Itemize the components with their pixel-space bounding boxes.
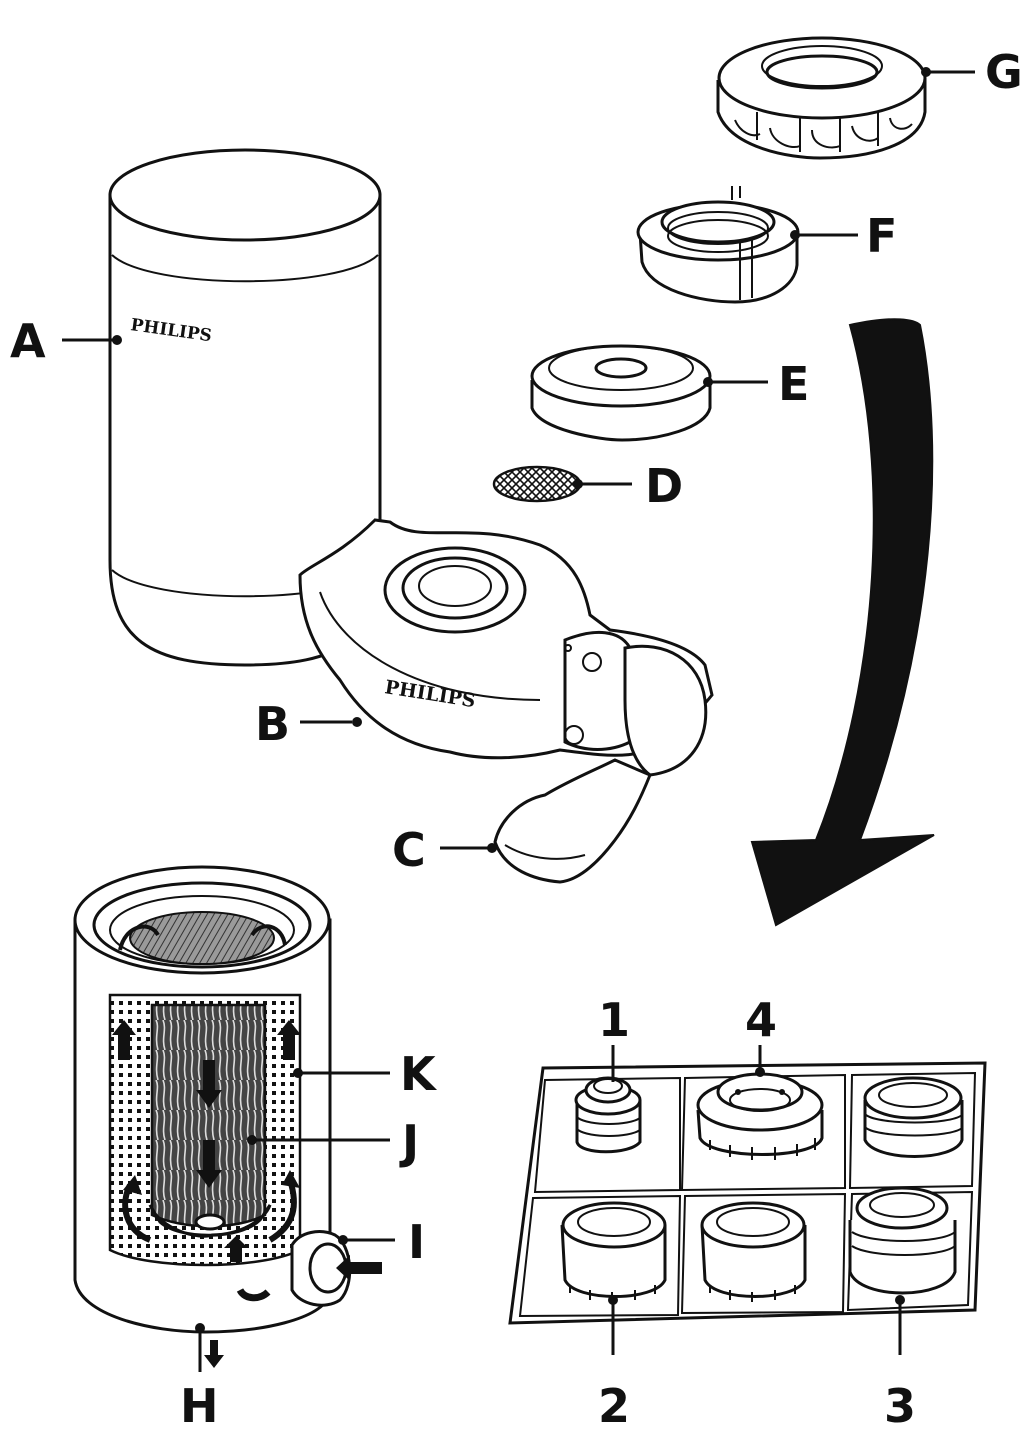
label-k: K [400,1047,438,1101]
label-d: D [645,459,683,513]
washer-e [530,344,712,442]
water-flow-arrow-icon [268,1179,297,1243]
inlet-arrow-icon [336,1255,382,1281]
water-flow-arrow-icon [196,1140,222,1188]
label-b: B [255,697,290,751]
curved-arrow-icon [250,924,287,946]
adapter-3-top [863,1076,964,1158]
adapter-3 [848,1186,957,1295]
filter-housing-a: PHILIPS [108,148,382,667]
label-g: G [985,45,1023,99]
outlet-arrow-icon [204,1340,224,1368]
adapter-4 [696,1072,824,1160]
filter-body-b: PHILIPS [298,518,714,777]
water-flow-arrow-icon [112,1020,136,1060]
label-j: J [399,1115,419,1169]
water-flow-arrow-icon [277,1020,301,1060]
label-4: 4 [745,993,777,1047]
threaded-ring-f [636,186,800,304]
label-f: F [866,209,897,263]
adapter-1 [574,1076,642,1154]
label-a: A [10,314,46,368]
adapter-2 [560,1201,667,1302]
adapter-2-alt [700,1201,807,1302]
label-3: 3 [884,1379,916,1433]
water-flow-arrow-icon [196,1060,222,1108]
switch-lever-c [493,758,652,884]
label-c: C [392,823,426,877]
mesh-screen-d [492,465,582,503]
adapter-card [508,1061,987,1325]
curved-arrow-icon [118,924,160,951]
label-2: 2 [598,1379,630,1433]
leader-lines [62,67,975,1372]
label-e: E [778,357,809,411]
assembly-arrow-icon [750,318,935,927]
label-h: H [180,1379,219,1433]
knurled-nut-g [716,36,927,160]
label-i: I [408,1215,425,1269]
cartridge-cutaway [73,865,382,1368]
label-1: 1 [598,993,630,1047]
part-labels: A B C D E F G H I J K 1 4 2 3 [10,45,1023,1433]
